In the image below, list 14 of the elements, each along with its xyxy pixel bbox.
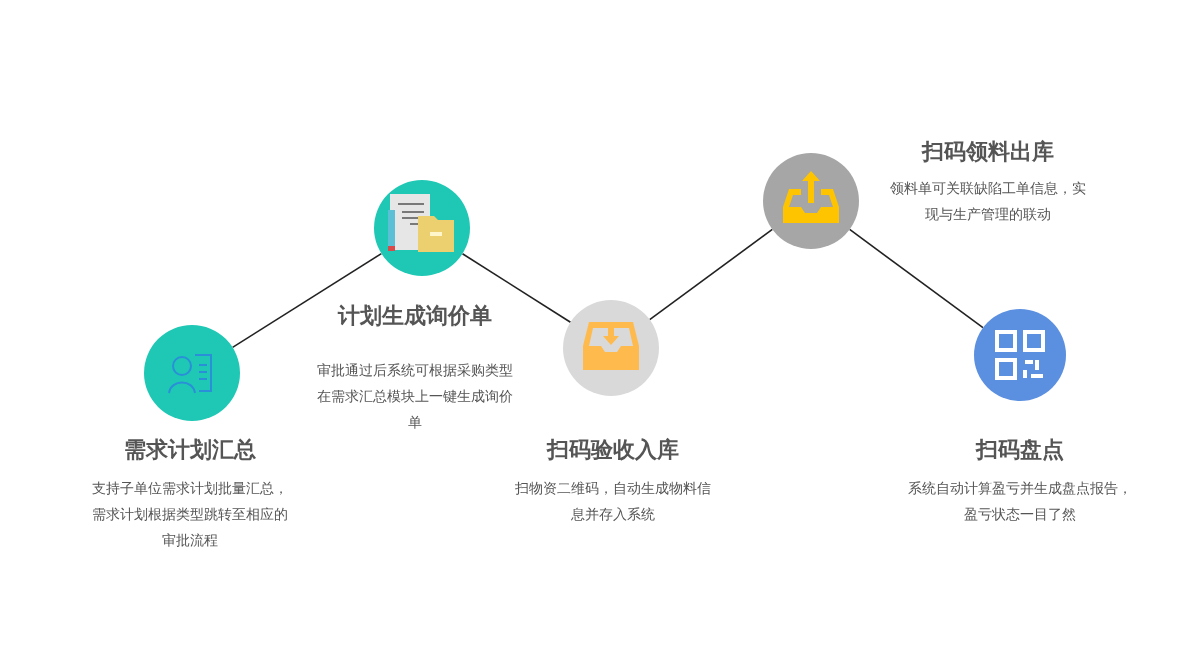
step-description: 扫物资二维码，自动生成物料信息并存入系统: [514, 479, 712, 524]
step-title: 扫码领料出库: [920, 138, 1055, 166]
step-title: 扫码验收入库: [545, 436, 680, 464]
step-title: 需求计划汇总: [123, 436, 257, 464]
connector-line: [461, 252, 572, 324]
step-description: 支持子单位需求计划批量汇总，需求计划根据类型跳转至相应的审批流程: [91, 479, 289, 550]
step-title: 计划生成询价单: [336, 302, 493, 330]
step-description: 领料单可关联缺陷工单信息，实现与生产管理的联动: [889, 179, 1087, 224]
step-title: 扫码盘点: [974, 436, 1065, 464]
step-description: 系统自动计算盈亏并生成盘点报告，盈亏状态一目了然: [907, 479, 1133, 524]
connector-line: [648, 228, 774, 321]
connector-line: [848, 228, 984, 329]
step-description: 审批通过后系统可根据采购类型在需求汇总模块上一键生成询价单: [316, 361, 514, 432]
connector-line: [231, 252, 383, 349]
